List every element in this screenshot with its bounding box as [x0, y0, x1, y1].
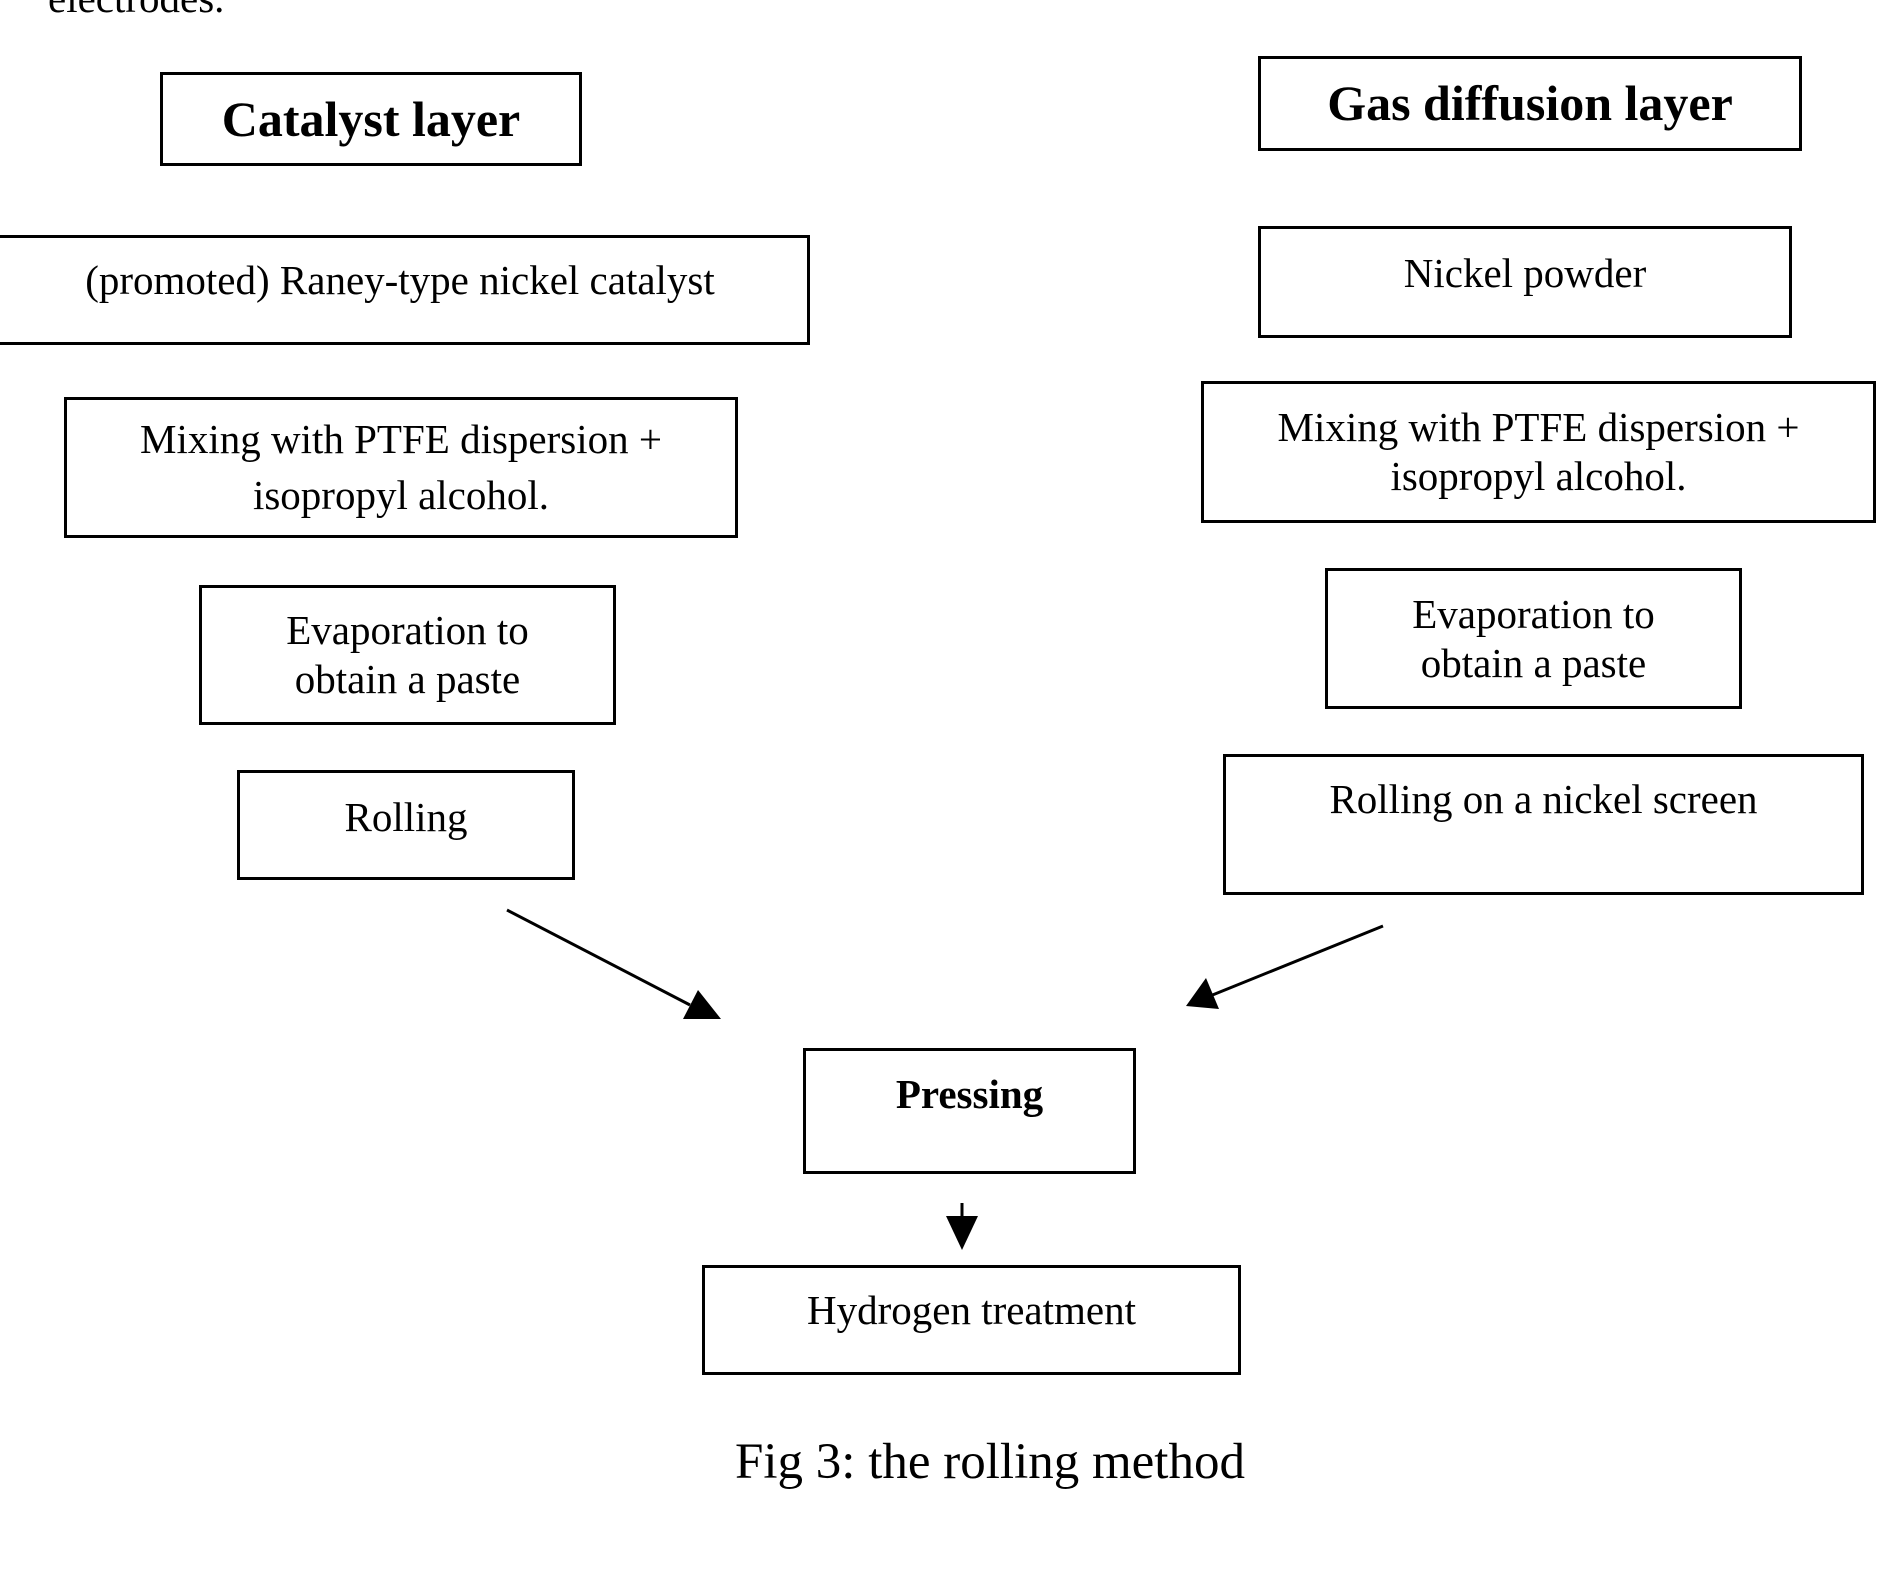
pressing-box: Pressing — [803, 1048, 1136, 1174]
right-mixing-ptfe-label-line2: isopropyl alcohol. — [1390, 453, 1687, 499]
catalyst-layer-header-label: Catalyst layer — [221, 90, 521, 147]
right-evaporation-box: Evaporation to obtain a paste — [1325, 568, 1742, 709]
right-merge-arrow — [1186, 924, 1384, 1009]
rolling-nickel-screen-box: Rolling on a nickel screen — [1223, 754, 1864, 895]
left-evaporation-box: Evaporation to obtain a paste — [199, 585, 616, 725]
right-evaporation-label-line1: Evaporation to — [1412, 590, 1655, 637]
figure-caption: Fig 3: the rolling method — [735, 1434, 1245, 1490]
nickel-powder-box: Nickel powder — [1258, 226, 1792, 338]
gas-diffusion-layer-header: Gas diffusion layer — [1258, 56, 1802, 151]
left-evaporation-label-line1: Evaporation to — [286, 607, 529, 653]
left-merge-arrow — [506, 908, 721, 1019]
catalyst-layer-header: Catalyst layer — [160, 72, 582, 166]
rolling-nickel-screen-label: Rolling on a nickel screen — [1329, 776, 1758, 822]
right-mixing-ptfe-label-line1: Mixing with PTFE dispersion + — [1277, 404, 1800, 450]
preceding-text-fragment: electrodes. — [48, 0, 224, 22]
down-arrow — [946, 1203, 978, 1250]
nickel-powder-label: Nickel powder — [1403, 250, 1647, 296]
left-mixing-ptfe-label-line2: isopropyl alcohol. — [252, 472, 550, 518]
pressing-label: Pressing — [895, 1071, 1044, 1117]
left-mixing-ptfe-box: Mixing with PTFE dispersion + isopropyl … — [64, 397, 738, 538]
raney-nickel-catalyst-label: (promoted) Raney-type nickel catalyst — [85, 257, 715, 303]
raney-nickel-catalyst-box: (promoted) Raney-type nickel catalyst — [0, 235, 810, 345]
left-rolling-box: Rolling — [237, 770, 575, 880]
left-evaporation-label-line2: obtain a paste — [294, 656, 521, 702]
right-mixing-ptfe-box: Mixing with PTFE dispersion + isopropyl … — [1201, 381, 1876, 523]
hydrogen-treatment-box: Hydrogen treatment — [702, 1265, 1241, 1375]
gas-diffusion-layer-header-label: Gas diffusion layer — [1327, 75, 1733, 131]
right-evaporation-label-line2: obtain a paste — [1420, 639, 1647, 686]
hydrogen-treatment-label: Hydrogen treatment — [806, 1287, 1137, 1333]
left-rolling-label: Rolling — [344, 794, 468, 840]
left-mixing-ptfe-label-line1: Mixing with PTFE dispersion + — [140, 416, 662, 462]
